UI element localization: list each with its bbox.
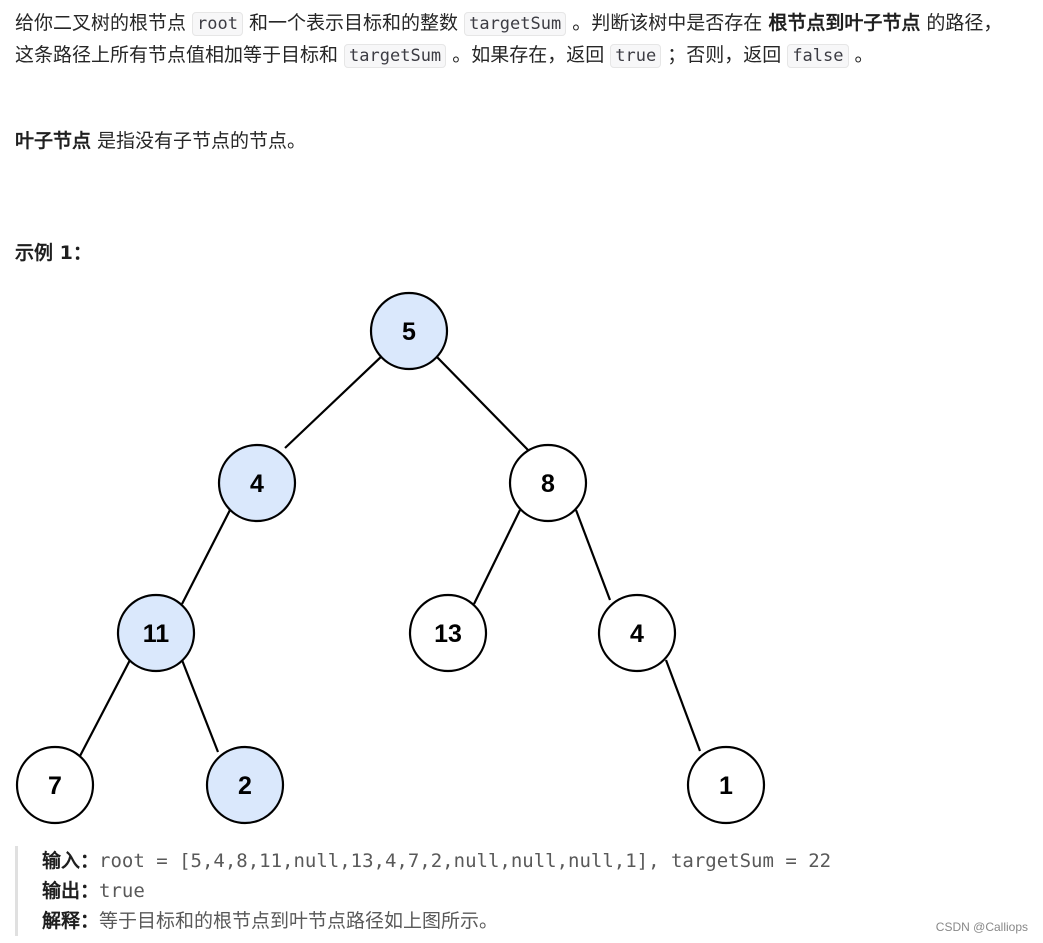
desc-text: 和一个表示目标和的整数	[243, 12, 465, 34]
output-value: true	[99, 880, 145, 902]
code-root: root	[192, 12, 243, 36]
leaf-definition: 叶子节点 是指没有子节点的节点。	[15, 126, 306, 157]
watermark: CSDN @Calliops	[935, 920, 1028, 934]
explain-value: 等于目标和的根节点到叶节点路径如上图所示。	[99, 910, 499, 932]
node-value: 4	[250, 470, 264, 498]
problem-description: 给你二叉树的根节点 root 和一个表示目标和的整数 targetSum 。判断…	[15, 8, 1015, 72]
code-targetsum: targetSum	[344, 44, 447, 68]
desc-text: 给你二叉树的根节点	[15, 12, 193, 34]
edge-5-4	[284, 354, 384, 449]
desc-text: 的路径，这条路径上所有节点值相加等于目标和	[15, 12, 1003, 66]
binary-tree-diagram: 5 4 8 11 13 4 7 2 1	[15, 291, 766, 825]
example-input-row: 输入：root = [5,4,8,11,null,13,4,7,2,null,n…	[42, 846, 1042, 876]
edge-11-2	[180, 659, 220, 753]
tree-node: 13	[408, 593, 488, 673]
input-value: root = [5,4,8,11,null,13,4,7,2,null,null…	[99, 850, 832, 872]
desc-text: 。如果存在，返回	[446, 44, 611, 66]
output-label: 输出：	[42, 880, 100, 902]
explain-label: 解释：	[42, 910, 100, 932]
edge-11-7	[79, 659, 131, 757]
input-label: 输入：	[42, 850, 100, 872]
node-value: 1	[719, 772, 733, 800]
tree-node: 4	[597, 593, 677, 673]
tree-node: 11	[116, 593, 196, 673]
bold-root-to-leaf: 根节点到叶子节点	[768, 12, 921, 34]
tree-node: 2	[205, 745, 285, 825]
edge-8-4	[574, 509, 612, 601]
tree-node: 7	[15, 745, 95, 825]
desc-text: 。	[848, 44, 874, 66]
edge-4-1	[664, 659, 702, 752]
edge-8-13	[473, 509, 521, 605]
desc-text: 是指没有子节点的节点。	[91, 130, 307, 152]
bold-leaf-node: 叶子节点	[15, 130, 92, 152]
node-value: 4	[630, 620, 644, 648]
node-value: 13	[434, 620, 462, 648]
tree-node: 1	[686, 745, 766, 825]
example-block: 输入：root = [5,4,8,11,null,13,4,7,2,null,n…	[15, 846, 1042, 936]
tree-node: 8	[508, 443, 588, 523]
edge-5-8	[434, 354, 530, 452]
example-explain-row: 解释：等于目标和的根节点到叶节点路径如上图所示。	[42, 906, 1042, 936]
edge-4-11	[181, 509, 231, 605]
node-value: 11	[143, 620, 170, 648]
node-value: 2	[238, 772, 252, 800]
code-true: true	[610, 44, 662, 68]
code-false: false	[787, 44, 849, 68]
node-value: 5	[402, 318, 416, 346]
desc-text: ；否则，返回	[661, 44, 788, 66]
node-value: 7	[48, 772, 62, 800]
tree-node: 5	[369, 291, 449, 371]
code-targetsum: targetSum	[464, 12, 567, 36]
tree-node: 4	[217, 443, 297, 523]
example-title: 示例 1：	[15, 242, 92, 264]
node-value: 8	[541, 470, 555, 498]
example-output-row: 输出：true	[42, 876, 1042, 906]
desc-text: 。判断该树中是否存在	[566, 12, 769, 34]
